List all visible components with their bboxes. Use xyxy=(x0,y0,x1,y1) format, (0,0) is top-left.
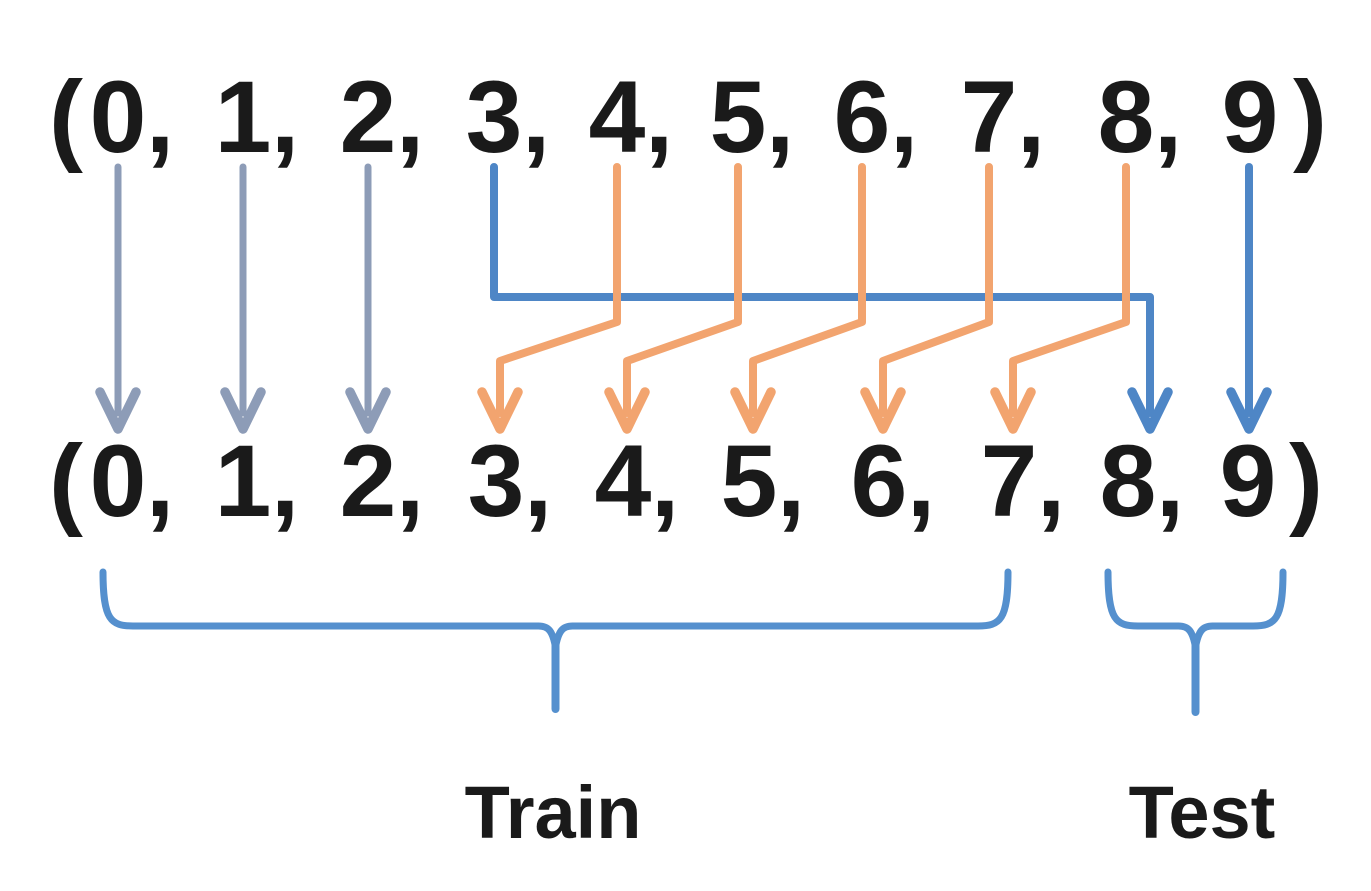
top-sequence-item-5: 5 xyxy=(709,60,767,174)
arrow-5-to-4-stem xyxy=(623,163,742,417)
bottom-sequence-separator: , xyxy=(650,424,680,538)
bottom-sequence-separator: , xyxy=(776,424,806,538)
train-label: Train xyxy=(464,771,642,854)
arrow-3-to-8-stem xyxy=(490,163,1154,417)
bottom-sequence-separator: , xyxy=(145,424,175,538)
top-sequence-separator: , xyxy=(521,60,551,174)
top-sequence-close-paren: ) xyxy=(1293,60,1327,174)
arrow-8-to-7-stem xyxy=(1009,163,1130,417)
top-sequence-item-4: 4 xyxy=(588,60,646,174)
bottom-sequence-item-2: 2 xyxy=(339,424,397,538)
test-brace xyxy=(1104,568,1287,651)
bottom-sequence-item-6: 6 xyxy=(850,424,908,538)
bottom-sequence-separator: , xyxy=(270,424,300,538)
top-sequence-separator: , xyxy=(1153,60,1183,174)
arrow-4-to-3-stem xyxy=(496,163,621,417)
bottom-sequence-item-9: 9 xyxy=(1219,424,1277,538)
bottom-sequence: (0,1,2,3,4,5,6,7,8,9) xyxy=(0,430,1371,550)
test-label: Test xyxy=(1128,771,1276,854)
bottom-sequence-separator: , xyxy=(906,424,936,538)
bottom-sequence-item-3: 3 xyxy=(467,424,525,538)
arrow-6-to-5-stem xyxy=(749,163,866,417)
bottom-sequence-open-paren: ( xyxy=(49,424,83,538)
bottom-sequence-item-4: 4 xyxy=(594,424,652,538)
top-sequence-separator: , xyxy=(765,60,795,174)
top-sequence-item-3: 3 xyxy=(465,60,523,174)
top-sequence-separator: , xyxy=(1016,60,1046,174)
top-sequence-separator: , xyxy=(395,60,425,174)
top-sequence: (0,1,2,3,4,5,6,7,8,9) xyxy=(0,66,1371,186)
top-sequence-open-paren: ( xyxy=(49,60,83,174)
top-sequence-item-1: 1 xyxy=(214,60,272,174)
bottom-sequence-separator: , xyxy=(1155,424,1185,538)
top-sequence-item-8: 8 xyxy=(1097,60,1155,174)
top-sequence-separator: , xyxy=(270,60,300,174)
train-brace xyxy=(99,568,1012,651)
bottom-sequence-separator: , xyxy=(1036,424,1066,538)
top-sequence-item-9: 9 xyxy=(1221,60,1279,174)
top-sequence-item-2: 2 xyxy=(339,60,397,174)
bottom-sequence-item-7: 7 xyxy=(980,424,1038,538)
top-sequence-item-6: 6 xyxy=(833,60,891,174)
bottom-sequence-item-8: 8 xyxy=(1099,424,1157,538)
bottom-sequence-item-5: 5 xyxy=(720,424,778,538)
top-sequence-separator: , xyxy=(145,60,175,174)
bottom-sequence-separator: , xyxy=(523,424,553,538)
bottom-sequence-separator: , xyxy=(395,424,425,538)
top-sequence-item-0: 0 xyxy=(89,60,147,174)
top-sequence-separator: , xyxy=(644,60,674,174)
top-sequence-separator: , xyxy=(889,60,919,174)
bottom-sequence-close-paren: ) xyxy=(1289,424,1323,538)
top-sequence-item-7: 7 xyxy=(960,60,1018,174)
arrow-7-to-6-stem xyxy=(879,163,993,417)
bottom-sequence-item-0: 0 xyxy=(89,424,147,538)
bottom-sequence-item-1: 1 xyxy=(214,424,272,538)
